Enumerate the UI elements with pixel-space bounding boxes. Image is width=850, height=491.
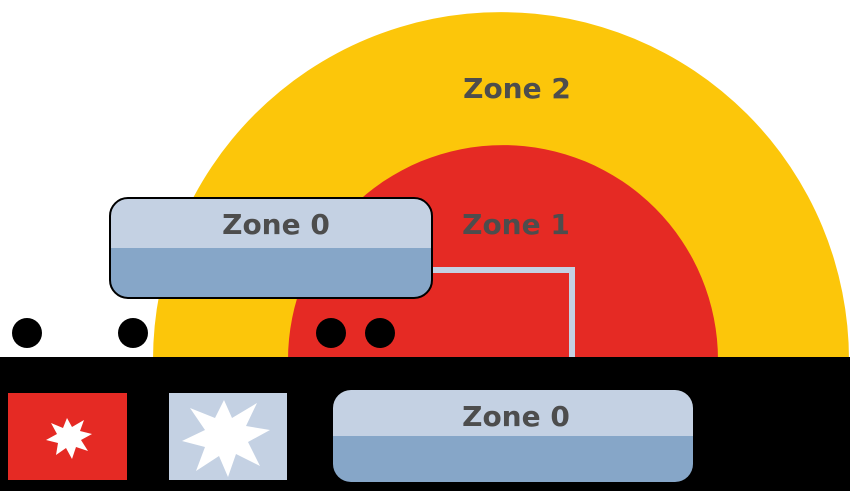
explosion-burst-icon bbox=[46, 418, 92, 459]
zone-0-upper-label: Zone 0 bbox=[222, 208, 330, 241]
zone-0-lower-container bbox=[333, 390, 693, 482]
ground-dot bbox=[316, 318, 346, 348]
ground-dot bbox=[12, 318, 42, 348]
connecting-pipe bbox=[430, 267, 575, 392]
hazard-tile-red bbox=[8, 393, 127, 480]
hazard-tile-blue bbox=[169, 393, 287, 480]
zone-2-label: Zone 2 bbox=[463, 72, 571, 105]
ground-dot bbox=[365, 318, 395, 348]
explosion-burst-icon bbox=[182, 400, 270, 477]
ground-dot bbox=[118, 318, 148, 348]
zone-0-lower-label: Zone 0 bbox=[462, 400, 570, 433]
zone-1-label: Zone 1 bbox=[462, 208, 570, 241]
zone-0-upper-container bbox=[109, 197, 433, 299]
